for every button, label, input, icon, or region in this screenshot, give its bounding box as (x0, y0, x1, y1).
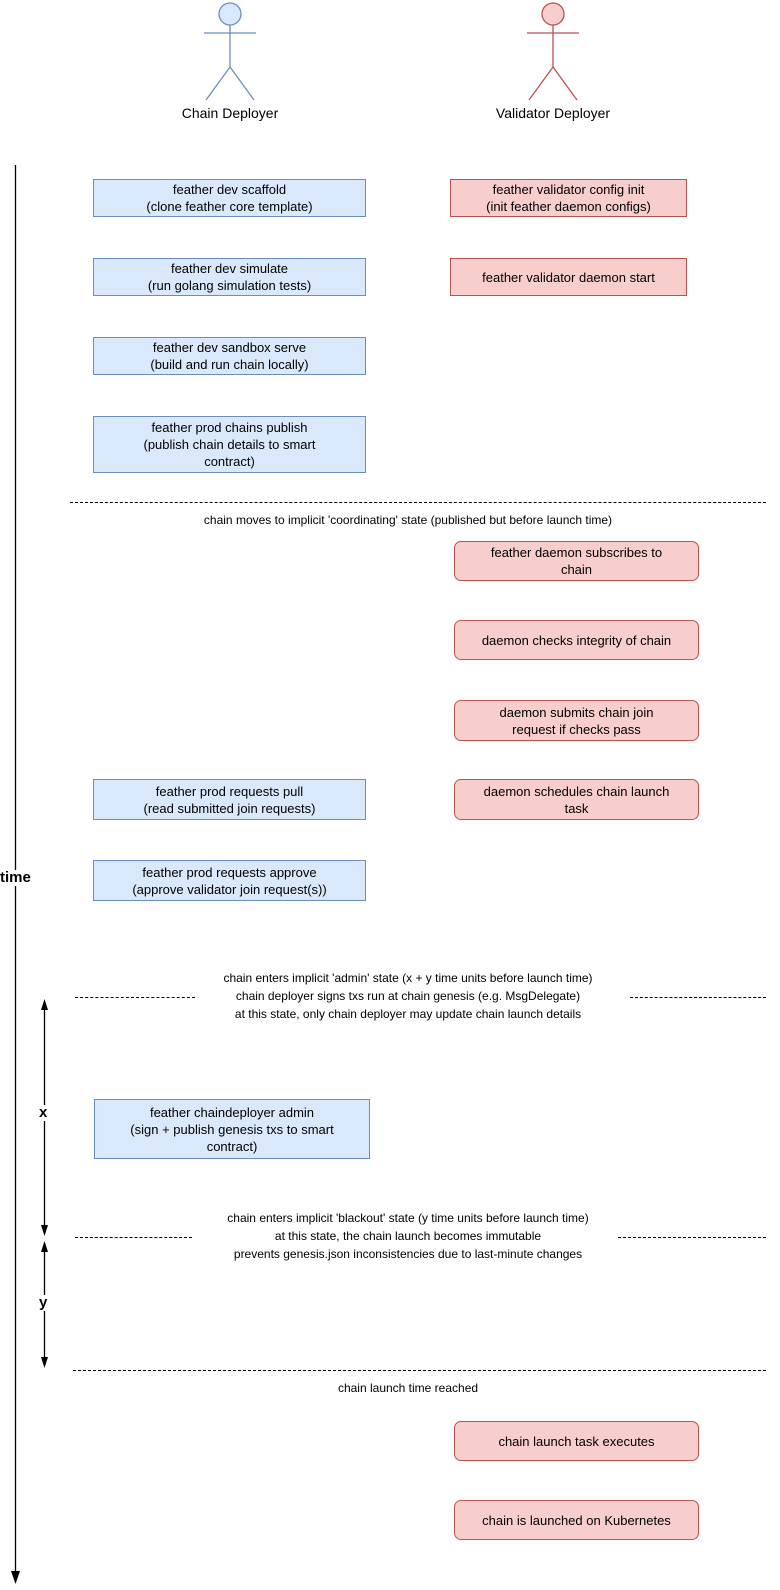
separator-launch-text: chain launch time reached (50, 1361, 766, 1397)
separator-coordinating-text-inline: chain moves to implicit 'coordinating' s… (201, 513, 615, 527)
validator-deployer-actor-figure (527, 2, 579, 101)
step-feather-prod-chains-publish: feather prod chains publish (publish cha… (93, 416, 366, 473)
step-daemon-subscribes-to-chain: feather daemon subscribes to chain (454, 541, 699, 581)
separator-blackout-line-right (618, 1237, 766, 1238)
step-chain-launch-task-executes: chain launch task executes (454, 1421, 699, 1461)
step-daemon-submits-join-request: daemon submits chain join request if che… (454, 700, 699, 741)
separator-launch-line (73, 1370, 766, 1371)
separator-launch-text-inline: chain launch time reached (335, 1381, 481, 1395)
step-feather-chaindeployer-admin: feather chaindeployer admin (sign + publ… (94, 1099, 370, 1159)
separator-admin-text: chain enters implicit 'admin' state (x +… (223, 971, 593, 1021)
separator-admin-line-left (75, 997, 195, 998)
separator-coordinating-line (70, 502, 766, 503)
chain-deployer-actor-figure (204, 2, 256, 101)
y-span-label: y (37, 1294, 50, 1311)
x-span-label: x (37, 1104, 50, 1121)
step-feather-prod-requests-approve: feather prod requests approve (approve v… (93, 860, 366, 901)
step-daemon-checks-integrity: daemon checks integrity of chain (454, 620, 699, 660)
chain-deployer-label: Chain Deployer (181, 105, 279, 121)
separator-blackout-text: chain enters implicit 'blackout' state (… (227, 1211, 589, 1261)
step-feather-validator-daemon-start: feather validator daemon start (450, 258, 687, 296)
step-feather-dev-scaffold: feather dev scaffold (clone feather core… (93, 179, 366, 217)
step-feather-prod-requests-pull: feather prod requests pull (read submitt… (93, 779, 366, 820)
step-feather-dev-simulate: feather dev simulate (run golang simulat… (93, 258, 366, 296)
step-chain-launched-on-kubernetes: chain is launched on Kubernetes (454, 1500, 699, 1540)
validator-deployer-label: Validator Deployer (495, 105, 611, 121)
step-feather-validator-config-init: feather validator config init (init feat… (450, 179, 687, 217)
step-feather-dev-sandbox-serve: feather dev sandbox serve (build and run… (93, 337, 366, 375)
separator-admin-line-right (630, 997, 766, 998)
time-axis-label: time (0, 869, 33, 886)
separator-coordinating-text: chain moves to implicit 'coordinating' s… (50, 493, 766, 529)
step-daemon-schedules-launch-task: daemon schedules chain launch task (454, 779, 699, 820)
separator-blackout-line-left (75, 1237, 192, 1238)
